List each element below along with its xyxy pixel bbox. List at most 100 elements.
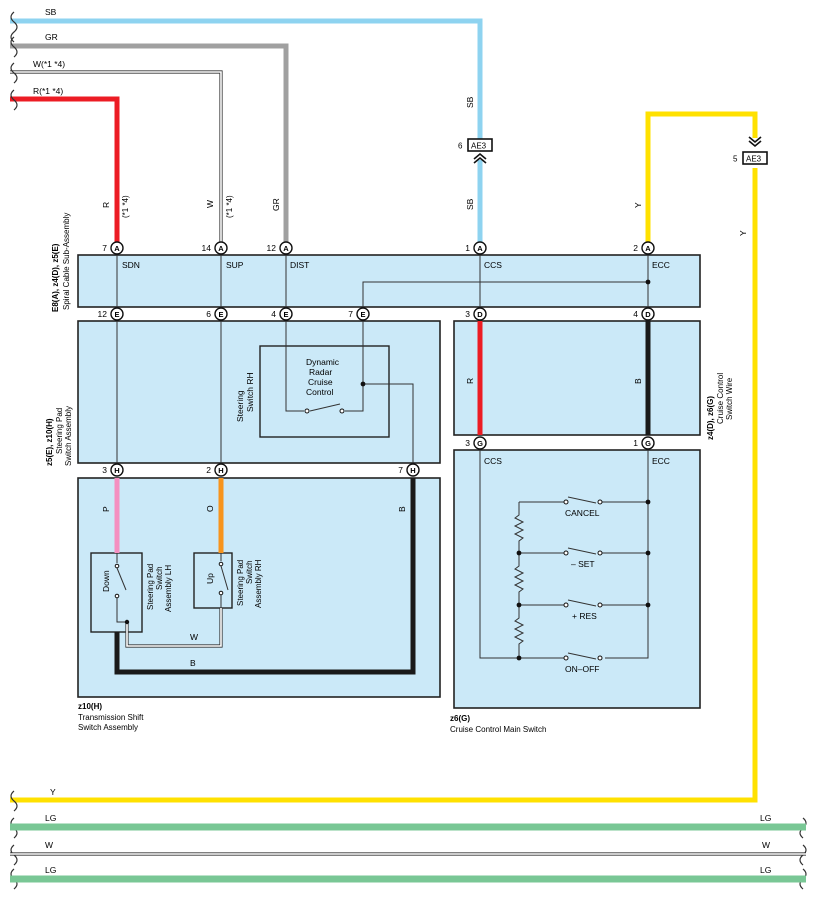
label-b-right: B [397, 506, 407, 512]
bottom-label-lg-2: LG [45, 865, 56, 875]
spiral-bottom-pin-2-number: 4 [271, 309, 276, 319]
rh-switch-internals [220, 553, 229, 608]
spiral-top-pin-1-letter: A [218, 244, 224, 253]
steering-switch-rh-box [259, 345, 390, 438]
label-sb-lower: SB [465, 198, 475, 210]
spiral-bottom-pin-1-number: 6 [206, 309, 211, 319]
dynamic-radar-label-3: Cruise [308, 377, 333, 387]
main-term-ecc: ECC [652, 456, 670, 466]
label-w-note: (*1 *4) [225, 195, 234, 218]
spiral-top-pin-4-number: 2 [633, 243, 638, 253]
spiral-bottom-pin-3-letter: E [360, 310, 365, 319]
dynamic-radar-label-4: Control [306, 387, 334, 397]
spiral-top-pin-0-letter: A [114, 244, 120, 253]
steering-pad-pin-0: H3 [102, 463, 124, 477]
label-w-bottom: W [190, 632, 198, 642]
steering-pad-pin-0-letter: H [114, 466, 119, 475]
spiral-bottom-pin-4-number: 3 [465, 309, 470, 319]
steering-pad-pin-2-letter: H [410, 466, 415, 475]
spiral-bottom-pin-1: E6 [206, 307, 228, 321]
ae3-y-pin: 5 [733, 155, 738, 164]
transmission-name-1: Transmission Shift [78, 713, 144, 722]
spiral-cable-name: Spiral Cable Sub-Assembly [62, 213, 71, 310]
label-r-note: (*1 *4) [121, 195, 130, 218]
steering-pad-box [77, 320, 441, 464]
steering-pad-pin-0-number: 3 [102, 465, 107, 475]
ae3-sb-pin: 6 [458, 142, 463, 151]
cc-wire-name-1: Cruise Control [716, 373, 725, 424]
steering-pad-pin-1-letter: H [218, 466, 223, 475]
label-sb-upper: SB [465, 96, 475, 108]
transmission-box [77, 477, 441, 698]
switch-cancel: CANCEL [565, 508, 600, 518]
spiral-bottom-pin-0-number: 12 [98, 309, 108, 319]
lh-switch-internals [116, 553, 127, 623]
label-o-wire: O [205, 505, 215, 512]
steering-junction [360, 381, 366, 387]
spiral-bottom-pin-0: E12 [98, 307, 124, 321]
term-ecc: ECC [652, 260, 670, 270]
cc-wire-pin-1-letter: G [645, 439, 651, 448]
label-p-wire: P [101, 506, 111, 512]
bottom-label-w-right: W [762, 840, 770, 850]
rh-switch-box [193, 552, 233, 609]
main-term-ccs: CCS [484, 456, 502, 466]
spiral-bottom-pin-2-letter: E [283, 310, 288, 319]
label-w-vert: W [205, 200, 215, 208]
wire-r-top [10, 96, 120, 244]
dynamic-radar-label-2: Radar [309, 367, 332, 377]
label-r-cc: R [465, 378, 475, 384]
wire-w-bottom-inner [126, 608, 222, 647]
wire-w-top-inner [10, 71, 222, 244]
lh-switch-down: Down [101, 570, 111, 592]
rh-contact-a [218, 561, 224, 567]
ae3-y-id: AE3 [746, 155, 762, 164]
spiral-top-pin-4: A2 [633, 241, 655, 255]
term-ccs: CCS [484, 260, 502, 270]
spiral-bottom-pin-1-letter: E [218, 310, 223, 319]
main-switch-junctions [516, 499, 651, 661]
switch-contact-b [339, 408, 345, 414]
spiral-top-pin-1: A 14 [202, 241, 228, 255]
wire-gr [10, 43, 289, 244]
spiral-bottom-pin-4-letter: D [477, 310, 483, 319]
spiral-top-pin-1-number: 14 [202, 243, 212, 253]
lh-contact-b [114, 593, 120, 599]
label-gr-vert: GR [271, 198, 281, 211]
dynamic-radar-label-1: Dynamic [306, 357, 340, 367]
spiral-top-pin-4-letter: A [645, 244, 651, 253]
lh-contact-a [114, 563, 120, 569]
cc-wire-pin-0: G3 [465, 436, 487, 450]
spiral-top-pin-2-letter: A [283, 244, 289, 253]
transmission-name-2: Switch Assembly [78, 723, 138, 732]
wire-b-right [114, 478, 416, 675]
switch-set: – SET [571, 559, 595, 569]
spiral-bottom-pin-5: D4 [633, 307, 655, 321]
cc-wire-box [453, 320, 701, 436]
main-switch-name: Cruise Control Main Switch [450, 725, 546, 734]
switch-on-off: ON–OFF [565, 664, 599, 674]
spiral-top-pin-2-number: 12 [267, 243, 277, 253]
main-switch-lines [479, 450, 649, 660]
spiral-bottom-pin-4: D3 [465, 307, 487, 321]
spiral-bottom-pin-3-number: 7 [348, 309, 353, 319]
wire-y-top [645, 111, 758, 244]
bottom-label-y: Y [50, 787, 56, 797]
spiral-top-pin-2: A 12 [267, 241, 293, 255]
steering-pad-name-1: Steering Pad [55, 408, 64, 454]
wire-label-r: R(*1 *4) [33, 86, 63, 96]
wire-sb [10, 18, 483, 143]
term-dist: DIST [290, 260, 309, 270]
label-r-vert: R [101, 202, 111, 208]
spiral-junction [645, 279, 651, 285]
rh-switch-name-3: Assembly RH [254, 559, 263, 608]
bottom-label-w: W [45, 840, 53, 850]
bottom-label-lg-2-right: LG [760, 865, 771, 875]
lh-switch-name-3: Assembly LH [164, 565, 173, 612]
wire-label-w: W(*1 *4) [33, 59, 65, 69]
cc-wire-pin-0-letter: G [477, 439, 483, 448]
steering-pad-lines [116, 321, 414, 463]
steering-pad-pin-2: H7 [398, 463, 420, 477]
